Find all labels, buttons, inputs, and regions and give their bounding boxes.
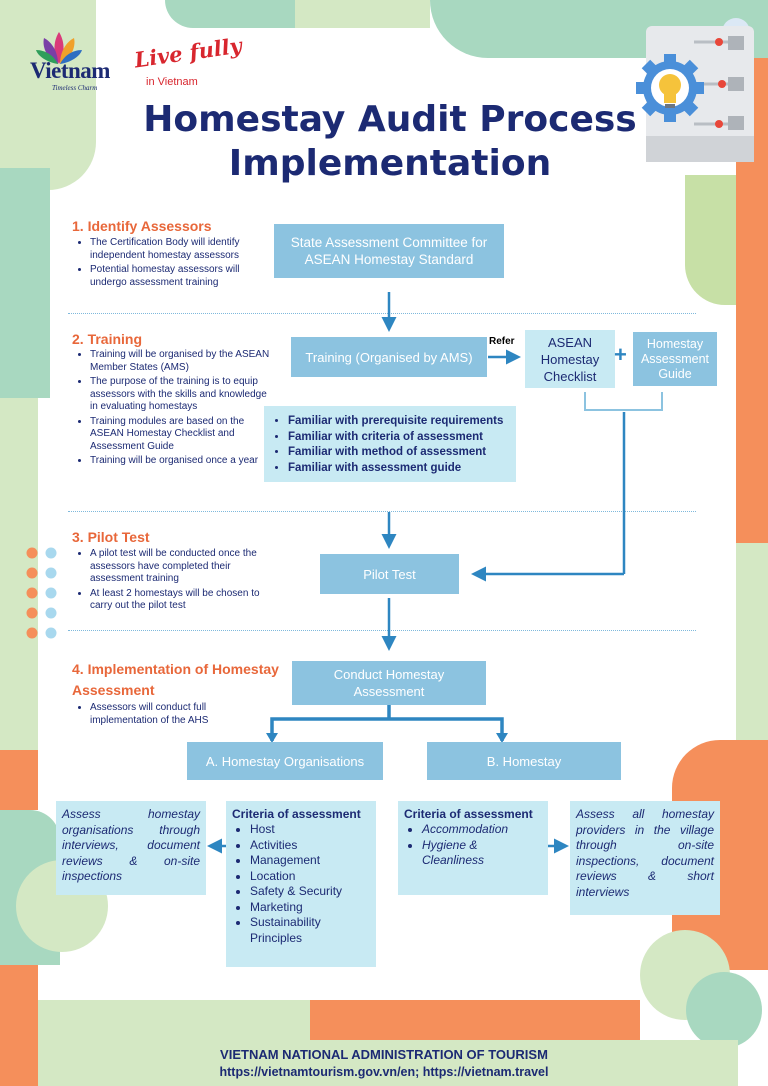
decor-bottom-band-mint <box>38 1040 738 1086</box>
org-criteria-item: Marketing <box>250 900 370 916</box>
pilot-test-box: Pilot Test <box>320 554 459 594</box>
org-criteria-box: Criteria of assessment Host Activities M… <box>226 801 376 967</box>
org-assess-text: Assess homestay organisations through in… <box>62 807 200 883</box>
footer-org: VIETNAM NATIONAL ADMINISTRATION OF TOURI… <box>220 1047 548 1062</box>
section-3-bullets: A pilot test will be conducted once the … <box>74 548 270 615</box>
decor-top-band-1 <box>165 0 295 28</box>
training-box: Training (Organised by AMS) <box>291 337 487 377</box>
section-divider <box>68 630 696 631</box>
familiar-item: Familiar with method of assessment <box>288 445 510 461</box>
org-criteria-item: Sustainability Principles <box>250 915 370 946</box>
familiar-item: Familiar with criteria of assessment <box>288 430 510 446</box>
section-1-bullets: The Certification Body will identify ind… <box>74 237 270 291</box>
committee-box: State Assessment Committee for ASEAN Hom… <box>274 224 504 278</box>
decor-dot-grid <box>7 547 57 639</box>
org-criteria-item: Management <box>250 853 370 869</box>
checklist-box: ASEAN Homestay Checklist <box>525 330 615 388</box>
section-4-bullets: Assessors will conduct full implementati… <box>74 702 270 729</box>
org-criteria-title: Criteria of assessment <box>232 807 361 821</box>
vietnam-lotus-icon <box>36 32 82 64</box>
familiar-item: Familiar with prerequisite requirements <box>288 414 510 430</box>
section-divider <box>68 313 696 314</box>
homestay-organisations-box: A. Homestay Organisations <box>187 742 383 780</box>
decor-right-pale <box>736 543 768 743</box>
section-2-bullet: Training will be organised once a year <box>90 455 270 468</box>
branch-connector <box>270 717 504 741</box>
org-criteria-item: Location <box>250 869 370 885</box>
section-2-title: 2. Training <box>72 331 143 347</box>
document-gear-bulb-icon <box>636 18 754 162</box>
homestay-criteria-title: Criteria of assessment <box>404 807 533 821</box>
decor-top-left-blob <box>0 0 96 190</box>
familiar-item: Familiar with assessment guide <box>288 461 510 477</box>
vietnam-logo-text: Vietnam <box>30 58 110 83</box>
section-2-bullets: Training will be organised by the ASEAN … <box>74 349 270 470</box>
vietnam-logo-tagline: Timeless Charm <box>52 84 98 92</box>
section-4-bullet: Assessors will conduct full implementati… <box>90 702 270 727</box>
homestay-assess-text: Assess all homestay providers in the vil… <box>576 807 714 899</box>
refer-label: Refer <box>489 336 515 347</box>
familiar-box: Familiar with prerequisite requirements … <box>264 406 516 482</box>
homestay-criteria-item: Hygiene & Cleanliness <box>422 838 542 869</box>
section-2-bullet: The purpose of the training is to equip … <box>90 376 270 414</box>
section-2-bullet: Training will be organised by the ASEAN … <box>90 349 270 374</box>
page-title: Homestay Audit Process Implementation <box>60 98 720 186</box>
checklist-guide-bracket <box>584 392 663 411</box>
org-criteria-item: Host <box>250 822 370 838</box>
page-title-line-1: Homestay Audit Process <box>143 99 637 140</box>
decor-bottom-right-circle <box>686 972 762 1048</box>
decor-bottom-band-orange <box>310 1000 640 1040</box>
decor-left-mint <box>0 168 50 398</box>
section-1-bullet: The Certification Body will identify ind… <box>90 237 270 262</box>
plus-sign: + <box>614 342 627 367</box>
page-title-line-2: Implementation <box>228 143 552 184</box>
decor-top-band-2 <box>295 0 430 28</box>
org-assess-box: Assess homestay organisations through in… <box>56 801 206 895</box>
org-criteria-item: Safety & Security <box>250 884 370 900</box>
conduct-assessment-box: Conduct Homestay Assessment <box>292 661 486 705</box>
guide-box: Homestay Assessment Guide <box>633 332 717 386</box>
section-divider <box>68 511 696 512</box>
footer-links: https://vietnamtourism.gov.vn/en; https:… <box>219 1065 549 1079</box>
homestay-criteria-box: Criteria of assessment Accommodation Hyg… <box>398 801 548 895</box>
section-2-bullet: Training modules are based on the ASEAN … <box>90 416 270 454</box>
decor-left-orange <box>0 750 38 810</box>
live-fully-logo-subtext: in Vietnam <box>146 76 198 88</box>
homestay-assess-box: Assess all homestay providers in the vil… <box>570 801 720 915</box>
section-1-title: 1. Identify Assessors <box>72 218 212 234</box>
section-4-title: 4. Implementation of Homestay Assessment <box>72 661 279 698</box>
org-criteria-item: Activities <box>250 838 370 854</box>
homestay-box: B. Homestay <box>427 742 621 780</box>
section-3-title: 3. Pilot Test <box>72 529 150 545</box>
decor-bottom-band-green <box>38 1000 310 1040</box>
section-3-bullet: A pilot test will be conducted once the … <box>90 548 270 586</box>
homestay-criteria-item: Accommodation <box>422 822 542 838</box>
section-1-bullet: Potential homestay assessors will underg… <box>90 264 270 289</box>
decor-left-orange-low <box>0 965 38 1086</box>
section-3-bullet: At least 2 homestays will be chosen to c… <box>90 588 270 613</box>
